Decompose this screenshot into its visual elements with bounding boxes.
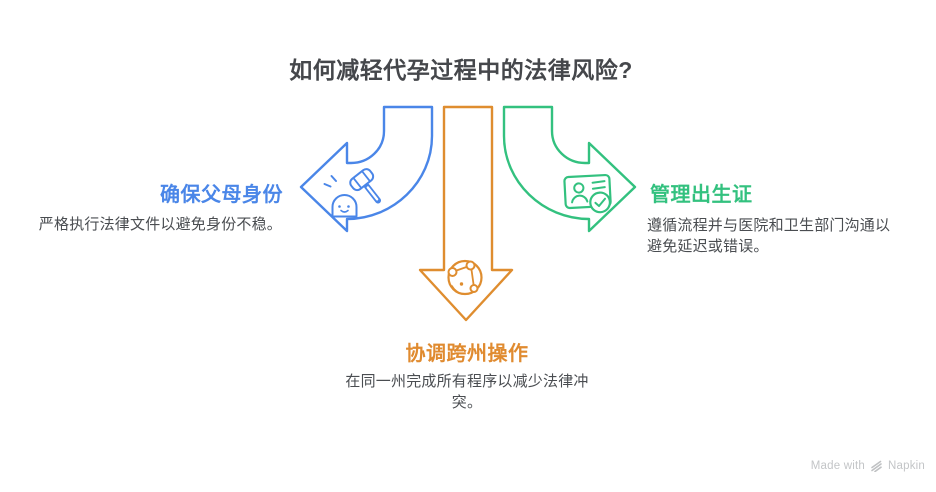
watermark-prefix: Made with bbox=[810, 459, 865, 472]
branch-down-label: 协调跨州操作 bbox=[405, 343, 529, 365]
napkin-logo-icon bbox=[871, 460, 882, 472]
down-arrow bbox=[418, 105, 514, 322]
id-card-check-icon bbox=[563, 173, 612, 214]
page-title: 如何减轻代孕过程中的法律风险? bbox=[289, 57, 633, 83]
right-curved-arrow bbox=[502, 105, 637, 233]
made-with-napkin-watermark[interactable]: Made with Napkin bbox=[811, 459, 925, 472]
branch-down-description: 在同一州完成所有程序以减少法律冲突。 bbox=[345, 373, 589, 411]
watermark-brand: Napkin bbox=[888, 459, 925, 472]
branch-left-description: 严格执行法律文件以避免身份不稳。 bbox=[38, 216, 282, 233]
globe-network-icon bbox=[447, 259, 483, 296]
branch-right-description: 遵循流程并与医院和卫生部门沟通以避免延迟或错误。 bbox=[647, 217, 891, 255]
branch-right-label: 管理出生证 bbox=[650, 184, 753, 206]
branch-left-label: 确保父母身份 bbox=[160, 184, 283, 206]
gavel-figure-icon bbox=[323, 168, 382, 218]
